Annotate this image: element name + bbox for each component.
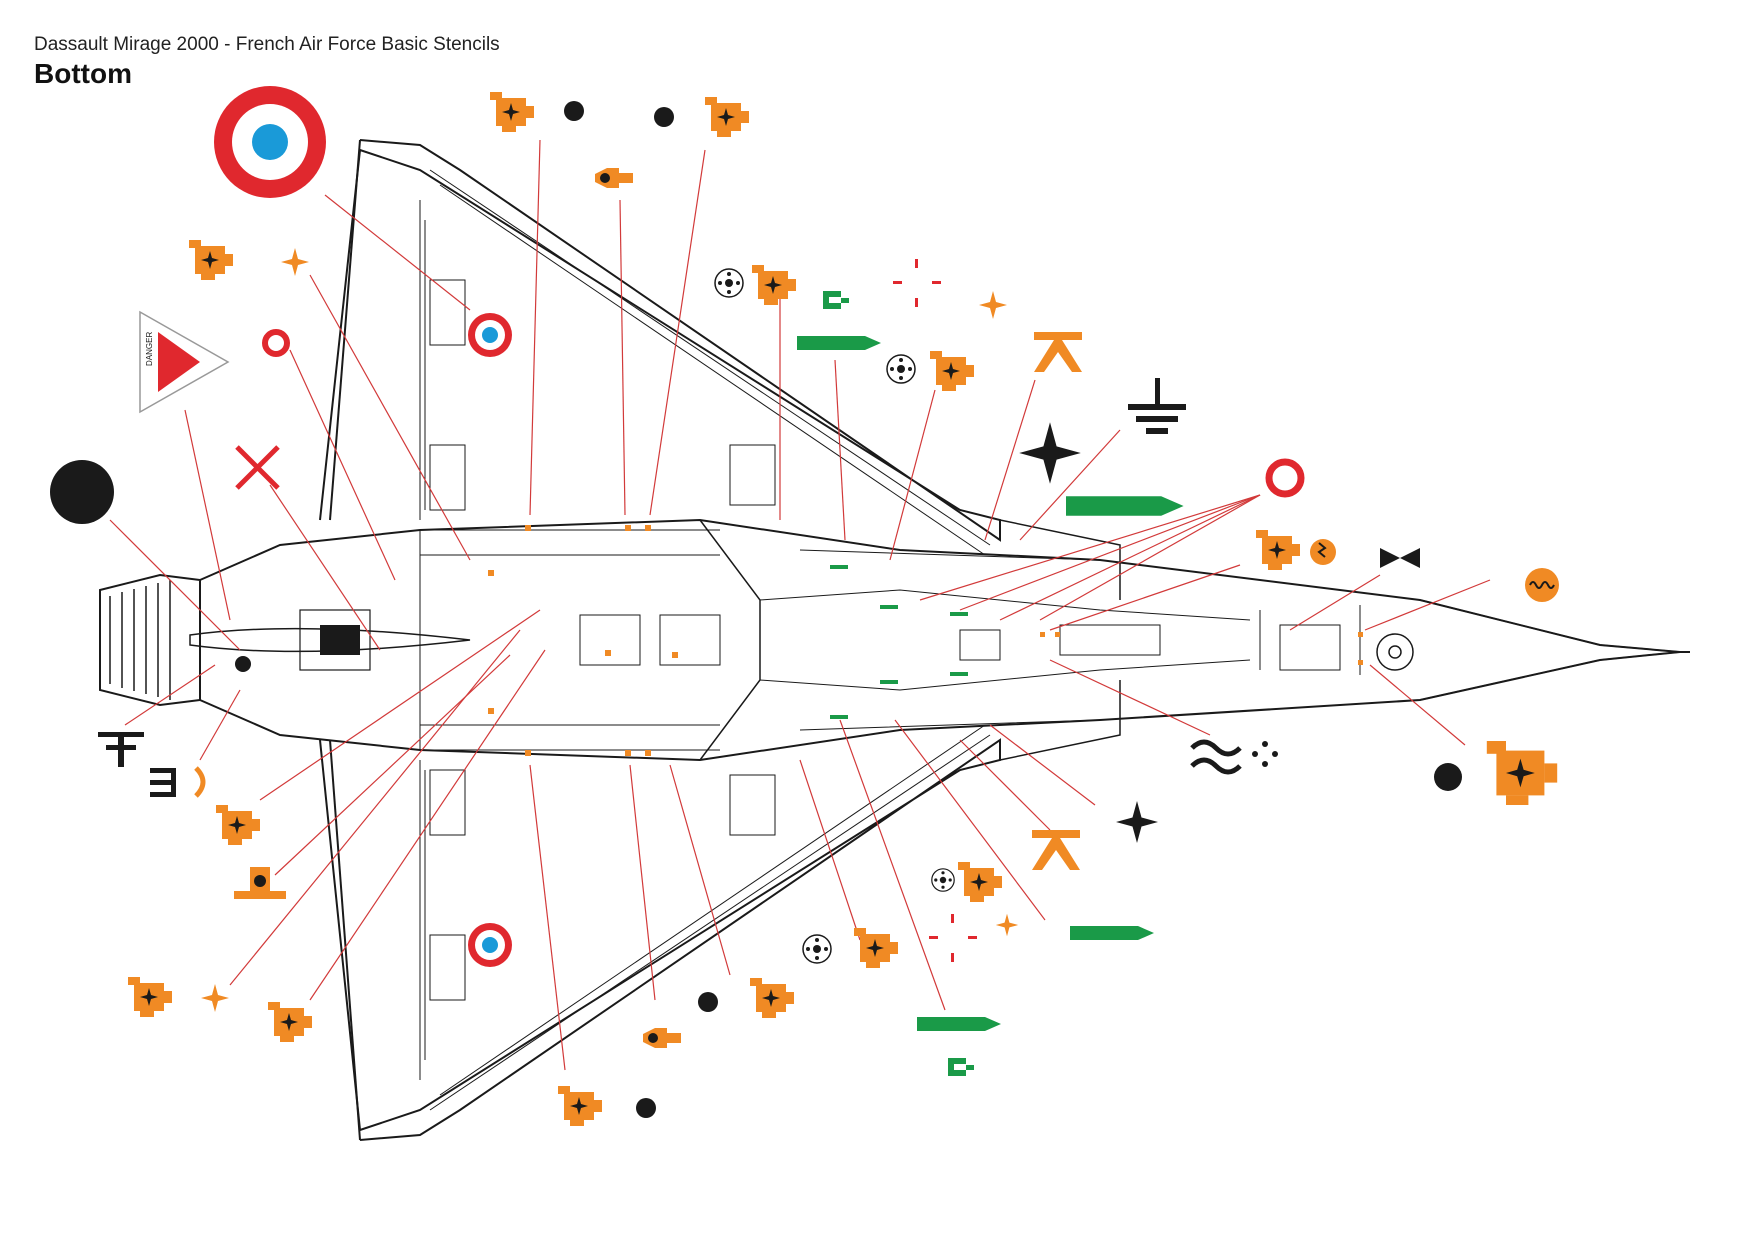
dot-icon <box>1434 763 1462 791</box>
target-icon <box>714 268 744 298</box>
fire-extinguisher-icon <box>752 265 796 305</box>
crosshair-icon <box>929 914 977 962</box>
leader-lines <box>109 139 1491 1071</box>
fire-extinguisher-icon <box>750 978 794 1018</box>
roundel-icon <box>468 923 512 967</box>
fire-extinguisher-icon <box>958 862 1002 902</box>
antenna-icon <box>98 732 144 767</box>
fire-extinguisher-icon <box>1256 530 1300 570</box>
plug-icon <box>823 291 849 309</box>
fire-extinguisher-icon <box>268 1002 312 1042</box>
small-green-marks <box>830 565 968 719</box>
star-icon <box>979 291 1007 319</box>
dot-icon <box>50 460 114 524</box>
star-icon <box>201 984 229 1012</box>
header: Dassault Mirage 2000 - French Air Force … <box>34 34 500 90</box>
fire-extinguisher-icon <box>705 97 749 137</box>
fire-extinguisher-icon <box>854 928 898 968</box>
target-icon <box>886 354 916 384</box>
fire-extinguisher-icon <box>128 977 172 1017</box>
hook-icon <box>194 766 206 798</box>
bullet-icon <box>595 168 633 188</box>
danger-label: DANGER <box>145 332 154 366</box>
small-stencil-marks <box>488 525 1363 756</box>
dot-icon <box>654 107 674 127</box>
bullet-icon <box>234 867 286 899</box>
dot-icon <box>636 1098 656 1118</box>
star-icon <box>1116 801 1158 843</box>
dot-icon <box>235 656 251 672</box>
arrow-stencil-icon <box>1070 926 1154 940</box>
fire-extinguisher-icon <box>490 92 534 132</box>
page-subtitle: Dassault Mirage 2000 - French Air Force … <box>34 34 500 55</box>
star-icon <box>1019 422 1081 484</box>
fire-extinguisher-icon <box>189 240 233 280</box>
wave-circle-icon <box>1310 539 1336 565</box>
aircraft-outline <box>99 139 1690 1141</box>
ring-icon <box>262 329 290 357</box>
fire-extinguisher-icon <box>1486 741 1558 805</box>
roundel-icon <box>214 86 326 198</box>
wave-circle-icon <box>1525 568 1559 602</box>
fire-extinguisher-icon <box>558 1086 602 1126</box>
target-icon <box>802 934 832 964</box>
target-icon <box>931 868 955 892</box>
crosshair-icon <box>893 259 941 307</box>
bullet-icon <box>643 1028 681 1048</box>
tow-sign-icon <box>1034 332 1082 372</box>
ring-icon <box>1265 458 1305 498</box>
bowtie-icon <box>1380 548 1420 568</box>
fire-extinguisher-icon <box>930 351 974 391</box>
star-icon <box>281 248 309 276</box>
x-icon <box>235 445 280 490</box>
arrow-stencil-icon <box>797 336 881 350</box>
dots-cluster-icon <box>1252 741 1278 767</box>
approx-symbol-icon <box>1190 739 1242 775</box>
roundel-icon <box>468 313 512 357</box>
fire-extinguisher-icon <box>216 805 260 845</box>
dot-icon <box>698 992 718 1012</box>
plug-icon <box>948 1058 974 1076</box>
star-icon <box>995 913 1019 937</box>
e-symbol-icon <box>150 768 176 797</box>
page-title: Bottom <box>34 58 132 89</box>
ground-symbol-icon <box>1128 378 1186 434</box>
tow-sign-icon <box>1032 830 1080 870</box>
warning-triangle-icon: DANGER <box>139 310 230 414</box>
dot-icon <box>564 101 584 121</box>
arrow-stencil-icon <box>917 1017 1001 1031</box>
arrow-stencil-icon <box>1066 496 1184 516</box>
